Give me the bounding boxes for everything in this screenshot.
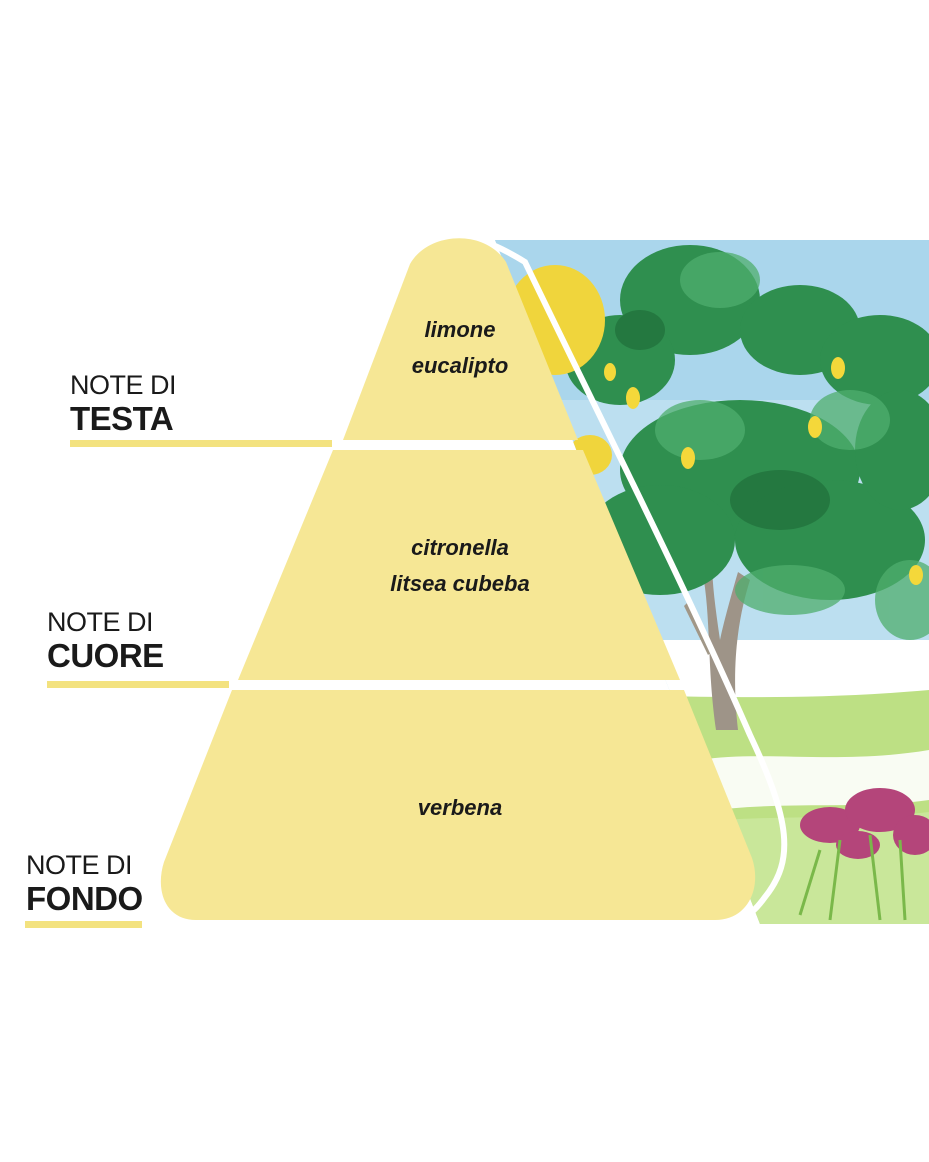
note-base-1: verbena <box>417 795 503 820</box>
notes-heart: citronella litsea cubeba <box>340 530 580 602</box>
notes-base: verbena <box>340 790 580 826</box>
label-heart-notes: NOTE DI CUORE <box>47 607 164 674</box>
note-heart-1: citronella <box>411 535 509 560</box>
label-heart-name: CUORE <box>47 637 164 674</box>
label-base-notes: NOTE DI FONDO <box>26 850 143 917</box>
underline-heart <box>47 681 229 688</box>
pyramid-tier-base <box>160 690 756 920</box>
pyramid-tier-top <box>343 238 578 440</box>
notes-top: limone eucalipto <box>360 312 560 384</box>
note-top-2: eucalipto <box>411 353 509 378</box>
label-top-prefix: NOTE DI <box>70 370 177 400</box>
pyramid-tier-heart <box>238 450 680 680</box>
label-top-notes: NOTE DI TESTA <box>70 370 177 437</box>
pyramid-tiers <box>160 238 756 920</box>
label-base-prefix: NOTE DI <box>26 850 133 880</box>
note-top-1: limone <box>424 317 496 342</box>
underline-base <box>25 921 142 928</box>
label-heart-prefix: NOTE DI <box>47 607 154 637</box>
label-top-name: TESTA <box>70 400 174 437</box>
label-underlines <box>25 440 332 928</box>
note-heart-2: litsea cubeba <box>390 571 530 596</box>
underline-top <box>70 440 332 447</box>
label-base-name: FONDO <box>26 880 143 917</box>
